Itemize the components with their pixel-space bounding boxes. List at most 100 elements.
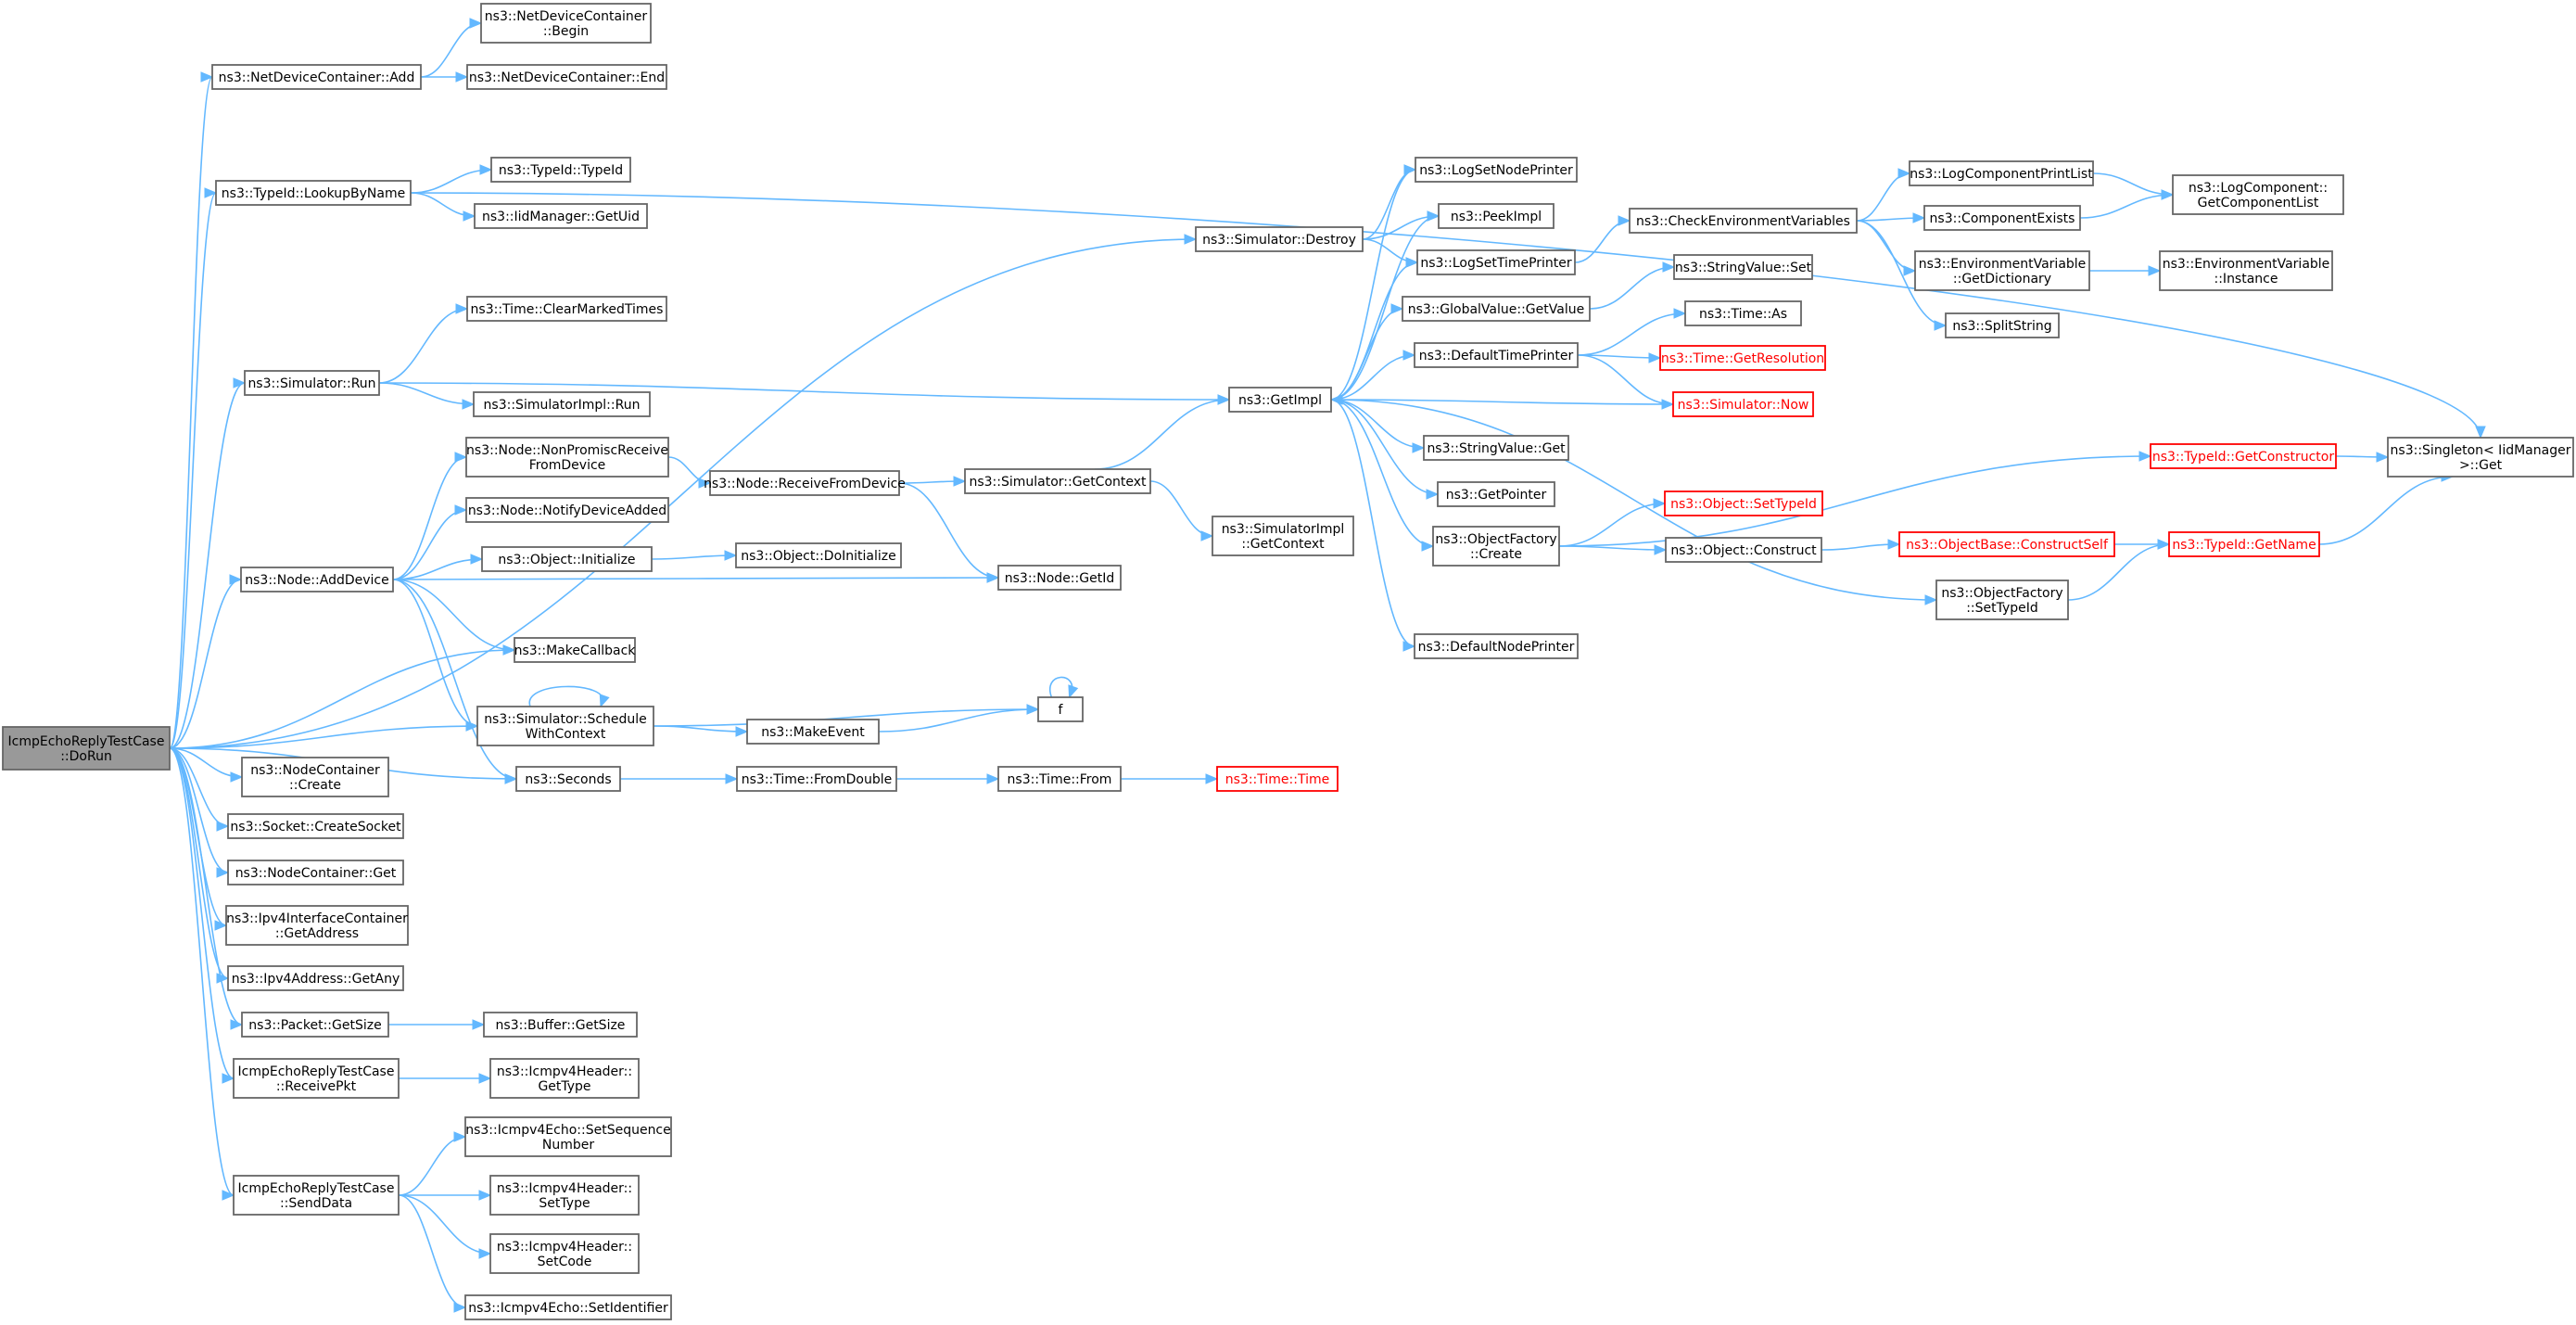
node-simimpl_run[interactable]: ns3::SimulatorImpl::Run [473,391,651,417]
node-sim_run[interactable]: ns3::Simulator::Run [244,370,380,396]
node-makeevent[interactable]: ns3::MakeEvent [746,719,880,745]
node-of_create[interactable]: ns3::ObjectFactory::Create [1432,526,1560,567]
node-ipv4addr_getany[interactable]: ns3::Ipv4Address::GetAny [227,965,404,991]
node-makecallback[interactable]: ns3::MakeCallback [514,637,637,663]
node-box [514,637,636,663]
node-label: ns3::ComponentExists [1930,211,2075,226]
node-obj_construct[interactable]: ns3::Object::Construct [1665,537,1822,563]
node-senddata[interactable]: IcmpEchoReplyTestCase::SendData [233,1175,400,1216]
node-obj_settypeid[interactable]: ns3::Object::SetTypeId [1664,491,1823,516]
node-label: ::ReceivePkt [276,1079,357,1094]
edge-node_adddevice-to-node_getid [392,572,1000,583]
node-node_getid[interactable]: ns3::Node::GetId [997,565,1122,591]
node-label: ns3::Node::AddDevice [245,573,388,588]
edge-arrowhead [1426,489,1440,500]
edge-typeid_lookup-to-typeid_typeid [410,164,493,194]
edge-line [398,1136,466,1196]
edge-line [378,308,468,384]
node-log_settime[interactable]: ns3::LogSetTimePrinter [1416,249,1576,275]
node-seconds[interactable]: ns3::Seconds [515,766,621,792]
node-socket_create[interactable]: ns3::Socket::CreateSocket [227,813,404,839]
node-of_settypeid[interactable]: ns3::ObjectFactory::SetTypeId [1935,580,2069,620]
node-sim_destroy[interactable]: ns3::Simulator::Destroy [1195,226,1364,252]
node-lc_getlist[interactable]: ns3::LogComponent::GetComponentList [2172,174,2344,215]
node-box [997,766,1122,792]
edge-arrowhead [1903,265,1917,276]
node-obj_doinit[interactable]: ns3::Object::DoInitialize [735,542,902,568]
node-typeid_getctor[interactable]: ns3::TypeId::GetConstructor [2150,443,2337,469]
node-typeid_getname[interactable]: ns3::TypeId::GetName [2168,531,2320,557]
node-time_as[interactable]: ns3::Time::As [1684,300,1802,326]
node-packet_getsize[interactable]: ns3::Packet::GetSize [241,1012,389,1038]
edge-arrowhead [453,1302,467,1313]
node-simimpl_getcontext[interactable]: ns3::SimulatorImpl::GetContext [1212,516,1354,556]
node-icmph_settype[interactable]: ns3::Icmpv4Header::SetType [489,1175,640,1216]
node-label: ns3::Icmpv4Header:: [497,1064,632,1079]
node-echo_setid[interactable]: ns3::Icmpv4Echo::SetIdentifier [464,1294,672,1320]
node-label: GetType [538,1079,590,1094]
node-node_notify[interactable]: ns3::Node::NotifyDeviceAdded [465,497,669,523]
node-label: ns3::Simulator::Run [247,376,375,391]
node-time_fromdouble[interactable]: ns3::Time::FromDouble [736,766,897,792]
node-def_time_printer[interactable]: ns3::DefaultTimePrinter [1414,342,1579,368]
node-box [465,497,669,523]
node-time_time[interactable]: ns3::Time::Time [1216,766,1339,792]
edge-arrowhead [1200,530,1214,541]
node-label: ::Create [289,778,341,793]
node-def_node_printer[interactable]: ns3::DefaultNodePrinter [1414,633,1579,659]
node-iid_getuid[interactable]: ns3::IidManager::GetUid [474,203,648,229]
node-box [1945,312,2060,338]
node-time_from[interactable]: ns3::Time::From [997,766,1122,792]
node-box [2172,174,2344,215]
node-objbase_cself[interactable]: ns3::ObjectBase::ConstructSelf [1898,531,2115,557]
node-ndc_end[interactable]: ns3::NetDeviceContainer::End [466,64,667,90]
node-icmph_setcode[interactable]: ns3::Icmpv4Header::SetCode [489,1233,640,1274]
node-sim_getcontext[interactable]: ns3::Simulator::GetContext [964,468,1151,494]
node-typeid_typeid[interactable]: ns3::TypeId::TypeId [490,157,631,183]
node-node_adddevice[interactable]: ns3::Node::AddDevice [240,567,394,592]
node-ev_getdict[interactable]: ns3::EnvironmentVariable::GetDictionary [1914,250,2090,291]
node-gv_getvalue[interactable]: ns3::GlobalValue::GetValue [1402,296,1591,322]
node-label: ns3::Simulator::GetContext [969,475,1147,490]
node-sv_get[interactable]: ns3::StringValue::Get [1423,435,1569,461]
node-getpointer[interactable]: ns3::GetPointer [1437,481,1555,507]
edge-line [1856,172,1910,222]
node-ndc_add[interactable]: ns3::NetDeviceContainer::Add [211,64,422,90]
edge-arrowhead [230,771,244,783]
node-sv_set[interactable]: ns3::StringValue::Set [1673,254,1813,280]
node-time_getres[interactable]: ns3::Time::GetResolution [1659,345,1826,371]
node-log_setnode[interactable]: ns3::LogSetNodePrinter [1415,157,1578,183]
node-icmph_gettype[interactable]: ns3::Icmpv4Header::GetType [489,1058,640,1099]
node-node_recvfromdev[interactable]: ns3::Node::ReceiveFromDevice [704,470,906,496]
node-buffer_getsize[interactable]: ns3::Buffer::GetSize [483,1012,638,1038]
node-recvpkt[interactable]: IcmpEchoReplyTestCase::ReceivePkt [233,1058,400,1099]
node-sim_now[interactable]: ns3::Simulator::Now [1672,391,1814,417]
edge-arrowhead [454,452,468,463]
edge-getimpl-to-getpointer [1330,399,1440,500]
node-getimpl[interactable]: ns3::GetImpl [1228,387,1332,413]
node-obj_initialize[interactable]: ns3::Object::Initialize [481,546,653,572]
node-label: ns3::TypeId::TypeId [499,163,623,178]
node-typeid_lookup[interactable]: ns3::TypeId::LookupByName [215,180,412,206]
edge-line [392,558,483,580]
node-root[interactable]: IcmpEchoReplyTestCase::DoRun [2,726,171,771]
node-check_env[interactable]: ns3::CheckEnvironmentVariables [1629,208,1858,234]
edge-arrowhead [986,572,1000,583]
node-ipv4ic_getaddr[interactable]: ns3::Ipv4InterfaceContainer::GetAddress [225,905,409,946]
node-singleton_get[interactable]: ns3::Singleton< IidManager >::Get [2387,437,2574,478]
node-nc_create[interactable]: ns3::NodeContainer::Create [241,757,389,797]
node-box [1437,481,1555,507]
node-comp_exists[interactable]: ns3::ComponentExists [1923,205,2081,231]
node-time_clear[interactable]: ns3::Time::ClearMarkedTimes [466,296,667,322]
node-nc_get[interactable]: ns3::NodeContainer::Get [227,860,404,885]
node-f[interactable]: f [1037,696,1084,722]
node-peekimpl[interactable]: ns3::PeekImpl [1438,203,1554,229]
node-ndc_begin[interactable]: ns3::NetDeviceContainer::Begin [480,3,652,44]
node-box [489,1058,640,1099]
node-ev_instance[interactable]: ns3::EnvironmentVariable::Instance [2159,250,2333,291]
node-lc_printlist[interactable]: ns3::LogComponentPrintList [1909,160,2094,186]
node-splitstring[interactable]: ns3::SplitString [1945,312,2060,338]
